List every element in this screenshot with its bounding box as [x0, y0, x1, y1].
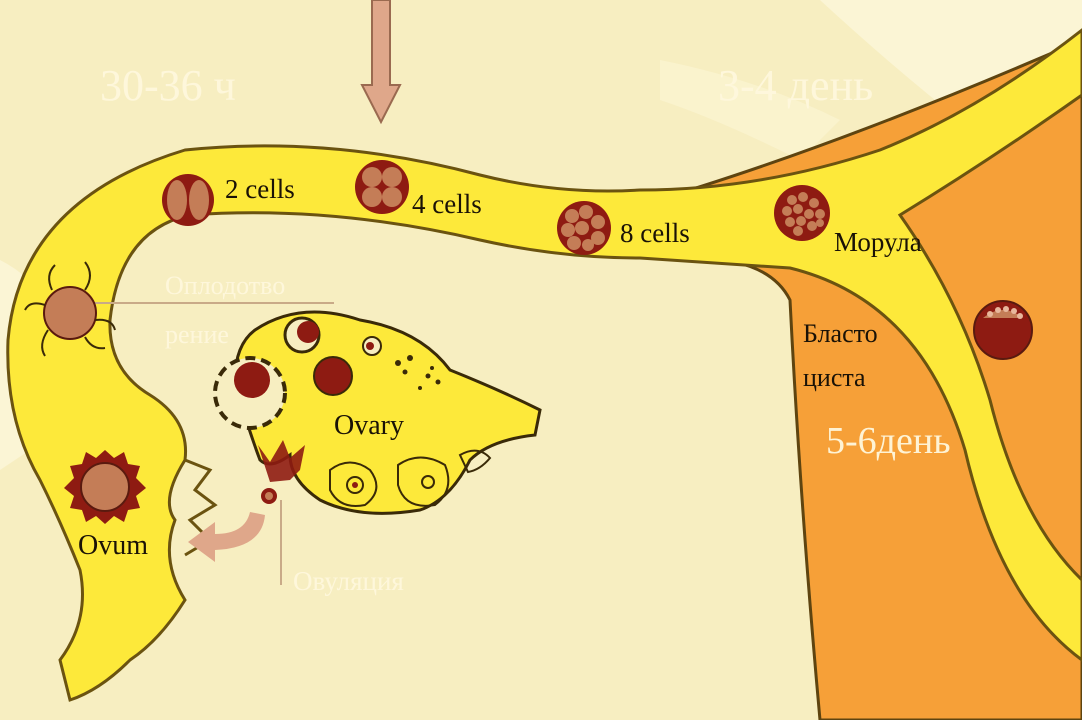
morula-cell: [774, 185, 830, 241]
label-morula: Морула: [834, 229, 922, 256]
label-8-cells: 8 cells: [620, 220, 690, 247]
label-3-4-days: 3-4 день: [718, 64, 873, 108]
ovulated-egg: [261, 488, 277, 504]
label-30-36h: 30-36 ч: [100, 64, 236, 108]
label-ovary: Ovary: [334, 412, 404, 440]
label-fertilization-line2: рение: [165, 322, 229, 348]
top-arrow: [362, 0, 400, 122]
ovulation-arrow: [188, 512, 265, 562]
label-4-cells: 4 cells: [412, 191, 482, 218]
embryo-2-cells: [162, 174, 214, 226]
label-5-6-days: 5-6день: [826, 422, 951, 460]
blastocyst-cell: [974, 301, 1032, 359]
label-blastocyst-line2: циста: [803, 365, 866, 391]
label-ovulation: Овуляция: [293, 568, 404, 595]
label-fertilization-line1: Оплодотво: [165, 273, 285, 299]
embryo-4-cells: [355, 160, 409, 214]
label-blastocyst-line1: Бласто: [803, 321, 878, 347]
label-ovum: Ovum: [78, 532, 148, 560]
label-2-cells: 2 cells: [225, 176, 295, 203]
embryo-8-cells: [557, 201, 611, 255]
